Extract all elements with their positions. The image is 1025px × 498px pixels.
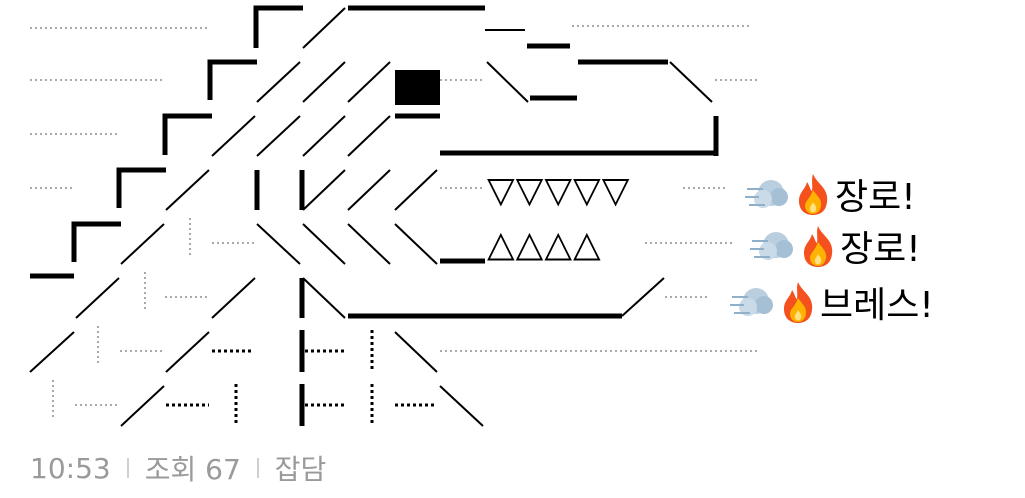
shout-line-3: 브레스! bbox=[730, 276, 934, 328]
meta-divider bbox=[126, 458, 129, 478]
shout-text: 장로! bbox=[835, 177, 916, 218]
teeth-top: ▽▽▽▽▽ bbox=[487, 170, 630, 211]
ascii-dragon-art: ▽▽▽▽▽ △△△△ bbox=[29, 5, 758, 427]
shout-text: 브레스! bbox=[820, 285, 934, 326]
post-meta: 10:53 조회 67 잡담 bbox=[30, 448, 326, 488]
dragon-diagonals bbox=[29, 7, 713, 427]
fire-icon bbox=[800, 224, 836, 268]
shout-text: 장로! bbox=[840, 229, 921, 270]
shout-line-2: 장로! bbox=[750, 220, 921, 272]
dashing-away-icon bbox=[750, 227, 794, 265]
fire-icon bbox=[795, 172, 831, 216]
post-time: 10:53 bbox=[30, 451, 111, 485]
dashing-away-icon bbox=[730, 283, 774, 321]
dotted-marks bbox=[166, 330, 437, 424]
meta-divider bbox=[256, 458, 259, 478]
shout-line-1: 장로! bbox=[745, 168, 916, 220]
dragon-outline bbox=[30, 5, 719, 426]
dashed-guides bbox=[30, 25, 758, 420]
fire-icon bbox=[780, 280, 816, 324]
dashing-away-icon bbox=[745, 175, 789, 213]
post-category[interactable]: 잡담 bbox=[274, 453, 327, 486]
teeth-bottom: △△△△ bbox=[487, 224, 602, 265]
post-views: 조회 67 bbox=[144, 453, 241, 486]
